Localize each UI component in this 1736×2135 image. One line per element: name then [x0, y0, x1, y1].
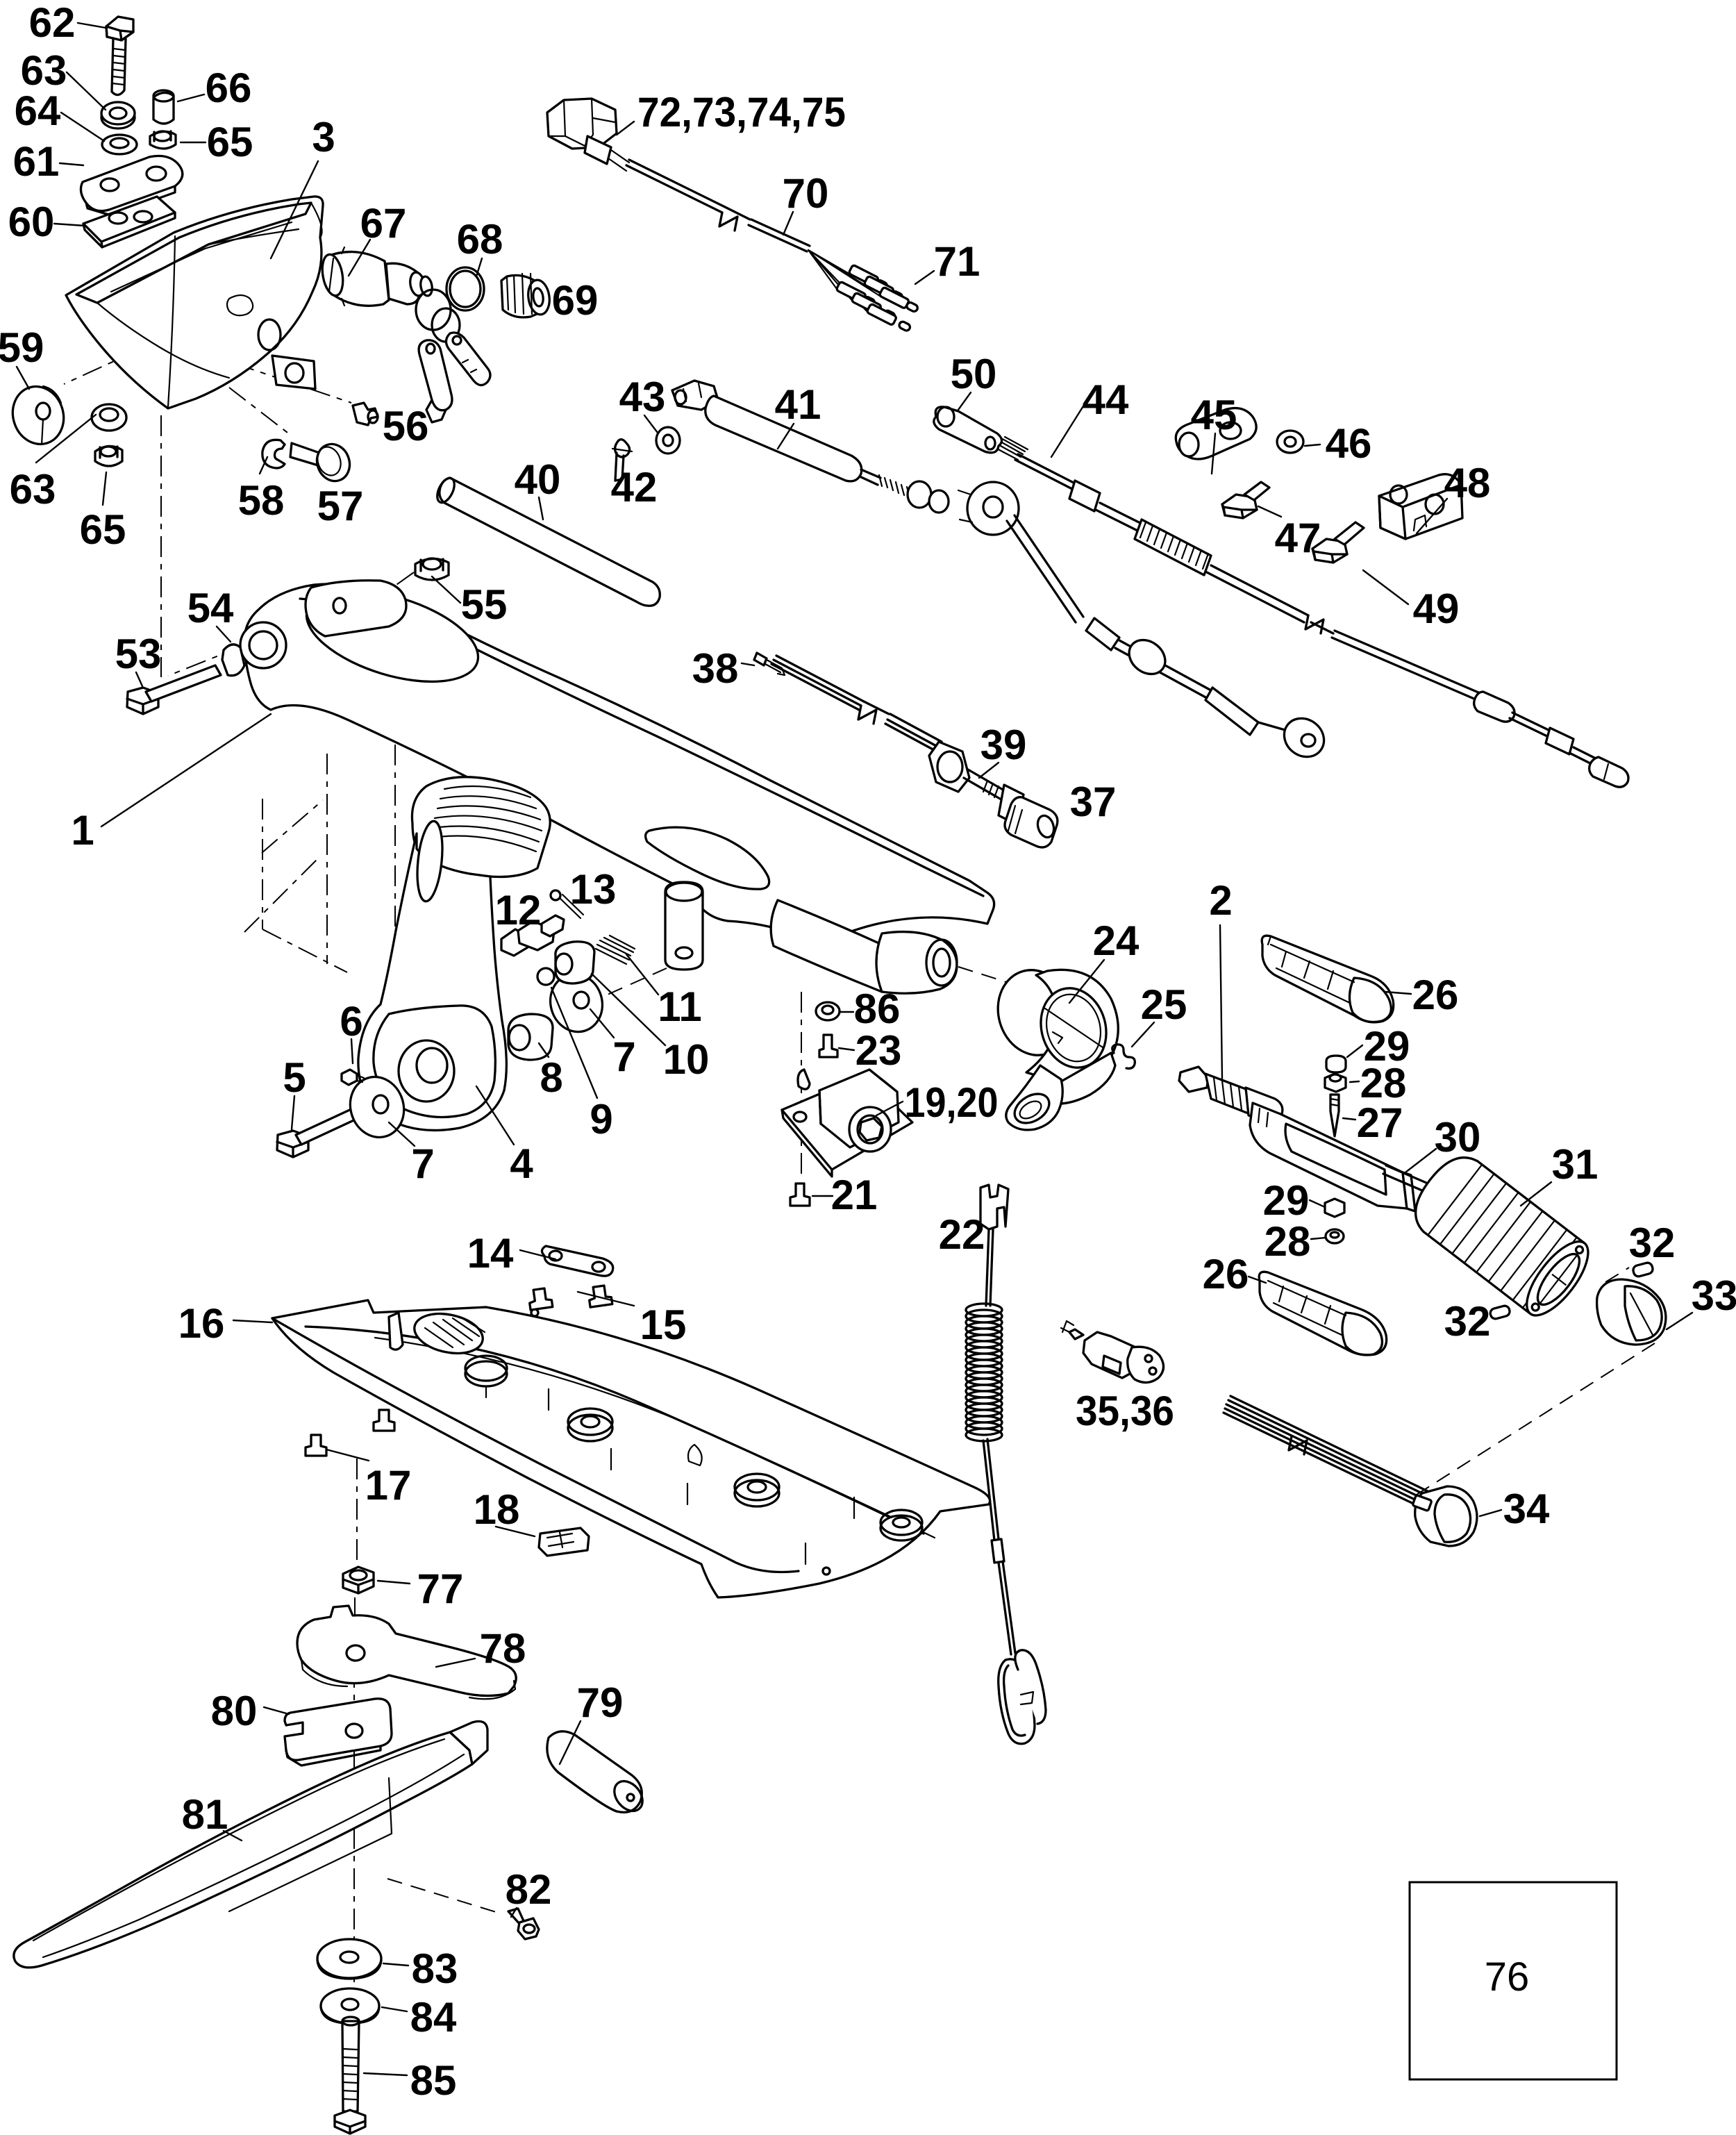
- svg-text:29: 29: [1364, 1023, 1410, 1070]
- svg-text:60: 60: [8, 199, 55, 245]
- svg-text:35,36: 35,36: [1076, 1388, 1174, 1434]
- svg-text:12: 12: [495, 887, 542, 933]
- svg-text:50: 50: [951, 351, 997, 397]
- svg-text:26: 26: [1203, 1251, 1249, 1297]
- svg-text:3: 3: [312, 114, 335, 160]
- svg-text:76: 76: [1485, 1954, 1530, 2000]
- svg-text:14: 14: [467, 1230, 514, 1277]
- svg-text:10: 10: [663, 1036, 710, 1083]
- svg-text:67: 67: [360, 200, 407, 247]
- svg-text:78: 78: [480, 1625, 526, 1672]
- svg-text:71: 71: [934, 238, 980, 285]
- svg-text:65: 65: [207, 119, 253, 165]
- svg-text:53: 53: [115, 631, 162, 677]
- svg-text:11: 11: [658, 983, 701, 1030]
- svg-text:80: 80: [211, 1688, 258, 1734]
- svg-text:64: 64: [15, 88, 61, 134]
- svg-text:44: 44: [1083, 376, 1129, 423]
- svg-text:42: 42: [611, 464, 658, 510]
- svg-text:38: 38: [692, 645, 739, 692]
- svg-text:31: 31: [1552, 1141, 1599, 1188]
- svg-text:48: 48: [1444, 460, 1491, 506]
- svg-text:83: 83: [412, 1945, 458, 1992]
- svg-text:84: 84: [410, 1994, 457, 2041]
- svg-text:34: 34: [1503, 1486, 1550, 1532]
- svg-text:32: 32: [1444, 1298, 1491, 1345]
- svg-text:2: 2: [1209, 877, 1232, 924]
- svg-text:32: 32: [1629, 1220, 1676, 1266]
- svg-text:62: 62: [29, 0, 76, 46]
- svg-text:33: 33: [1692, 1272, 1736, 1319]
- svg-text:16: 16: [178, 1300, 225, 1347]
- svg-text:24: 24: [1093, 917, 1140, 964]
- svg-text:17: 17: [365, 1462, 412, 1509]
- svg-text:9: 9: [590, 1096, 612, 1143]
- svg-text:37: 37: [1070, 779, 1117, 825]
- svg-text:69: 69: [552, 277, 599, 324]
- svg-text:85: 85: [410, 2057, 457, 2104]
- svg-text:63: 63: [21, 47, 67, 94]
- svg-text:1: 1: [71, 807, 94, 854]
- svg-text:70: 70: [783, 170, 829, 217]
- svg-text:72,73,74,75: 72,73,74,75: [637, 89, 846, 135]
- svg-text:40: 40: [515, 456, 561, 503]
- svg-text:28: 28: [1265, 1218, 1311, 1265]
- svg-text:63: 63: [10, 466, 56, 513]
- svg-text:28: 28: [1360, 1060, 1407, 1106]
- svg-text:79: 79: [577, 1679, 624, 1726]
- svg-text:68: 68: [457, 216, 503, 263]
- svg-text:66: 66: [206, 65, 252, 111]
- svg-text:23: 23: [856, 1027, 902, 1074]
- svg-text:29: 29: [1263, 1177, 1310, 1224]
- svg-text:25: 25: [1141, 981, 1187, 1028]
- svg-text:13: 13: [570, 866, 617, 913]
- svg-text:61: 61: [13, 138, 60, 185]
- svg-text:86: 86: [854, 986, 901, 1032]
- svg-text:46: 46: [1326, 420, 1372, 467]
- svg-text:8: 8: [540, 1054, 562, 1101]
- svg-text:47: 47: [1275, 515, 1321, 561]
- svg-text:77: 77: [417, 1565, 464, 1612]
- svg-text:30: 30: [1435, 1114, 1481, 1161]
- svg-text:57: 57: [317, 483, 364, 529]
- svg-text:81: 81: [182, 1791, 228, 1838]
- svg-text:56: 56: [383, 403, 429, 449]
- svg-text:45: 45: [1191, 392, 1237, 438]
- svg-text:43: 43: [619, 374, 666, 420]
- svg-text:39: 39: [980, 722, 1027, 768]
- svg-text:82: 82: [506, 1866, 552, 1913]
- svg-text:5: 5: [283, 1054, 306, 1101]
- svg-text:65: 65: [80, 506, 126, 553]
- svg-text:26: 26: [1412, 972, 1459, 1018]
- svg-text:49: 49: [1413, 585, 1460, 632]
- svg-text:6: 6: [340, 998, 362, 1045]
- svg-text:41: 41: [775, 381, 821, 428]
- svg-text:18: 18: [474, 1486, 520, 1533]
- svg-text:59: 59: [0, 324, 44, 371]
- svg-text:15: 15: [640, 1302, 687, 1348]
- svg-text:4: 4: [510, 1140, 533, 1187]
- svg-text:55: 55: [461, 581, 508, 628]
- svg-text:19,20: 19,20: [905, 1079, 999, 1126]
- svg-text:58: 58: [238, 477, 285, 524]
- svg-text:54: 54: [187, 585, 234, 631]
- svg-text:7: 7: [612, 1033, 635, 1080]
- svg-text:7: 7: [411, 1140, 434, 1187]
- svg-text:21: 21: [831, 1172, 878, 1218]
- svg-text:22: 22: [939, 1211, 985, 1258]
- svg-text:27: 27: [1357, 1099, 1403, 1146]
